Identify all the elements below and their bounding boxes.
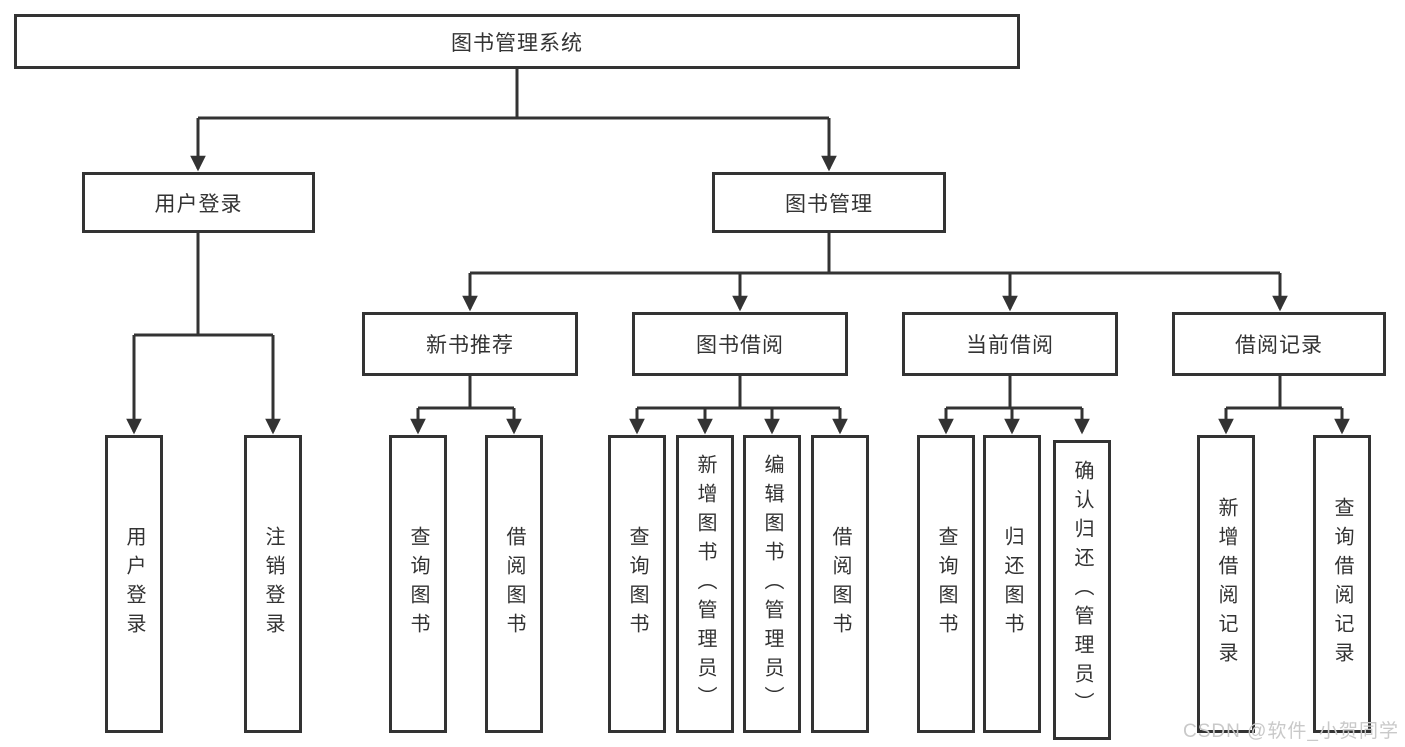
leaf-br-query-record: 查询借阅记录: [1313, 435, 1371, 733]
node-borrow-records: 借阅记录: [1172, 312, 1386, 376]
leaf-cb-return-books-label: 归还图书: [1001, 526, 1023, 642]
leaf-nbr-borrow-books-label: 借阅图书: [503, 526, 525, 642]
watermark: CSDN @软件_小贺同学: [1183, 721, 1399, 742]
leaf-bb-add-books-admin: 新增图书（管理员）: [676, 435, 734, 733]
leaf-logout: 注销登录: [244, 435, 302, 733]
leaf-bb-edit-books-admin: 编辑图书（管理员）: [743, 435, 801, 733]
leaf-cb-query-books-label: 查询图书: [935, 526, 957, 642]
leaf-user-login-label: 用户登录: [123, 526, 145, 642]
leaf-bb-query-books: 查询图书: [608, 435, 666, 733]
leaf-nbr-query-books: 查询图书: [389, 435, 447, 733]
leaf-br-add-record-label: 新增借阅记录: [1215, 497, 1237, 671]
leaf-bb-borrow-books: 借阅图书: [811, 435, 869, 733]
node-root: 图书管理系统: [14, 14, 1020, 69]
leaf-br-query-record-label: 查询借阅记录: [1331, 497, 1353, 671]
leaf-user-login: 用户登录: [105, 435, 163, 733]
node-book-borrowing: 图书借阅: [632, 312, 848, 376]
leaf-cb-return-books: 归还图书: [983, 435, 1041, 733]
leaf-nbr-borrow-books: 借阅图书: [485, 435, 543, 733]
node-book-management: 图书管理: [712, 172, 946, 233]
node-new-book-recommend-label: 新书推荐: [426, 334, 514, 357]
node-book-borrowing-label: 图书借阅: [696, 334, 784, 357]
leaf-bb-edit-books-admin-label: 编辑图书（管理员）: [761, 453, 783, 715]
leaf-nbr-query-books-label: 查询图书: [407, 526, 429, 642]
leaf-logout-label: 注销登录: [262, 526, 284, 642]
leaf-bb-add-books-admin-label: 新增图书（管理员）: [694, 453, 716, 715]
leaf-bb-query-books-label: 查询图书: [626, 526, 648, 642]
leaf-cb-confirm-return-admin: 确认归还（管理员）: [1053, 440, 1111, 740]
node-root-label: 图书管理系统: [451, 31, 583, 55]
leaf-cb-confirm-return-admin-label: 确认归还（管理员）: [1071, 459, 1093, 721]
node-user-login-label: 用户登录: [154, 192, 243, 216]
node-current-borrowing: 当前借阅: [902, 312, 1118, 376]
node-new-book-recommend: 新书推荐: [362, 312, 578, 376]
node-current-borrowing-label: 当前借阅: [966, 334, 1054, 357]
leaf-bb-borrow-books-label: 借阅图书: [829, 526, 851, 642]
node-borrow-records-label: 借阅记录: [1235, 334, 1323, 357]
node-user-login: 用户登录: [82, 172, 315, 233]
connector-group: [126, 69, 1350, 435]
leaf-br-add-record: 新增借阅记录: [1197, 435, 1255, 733]
leaf-cb-query-books: 查询图书: [917, 435, 975, 733]
node-book-management-label: 图书管理: [785, 192, 873, 216]
